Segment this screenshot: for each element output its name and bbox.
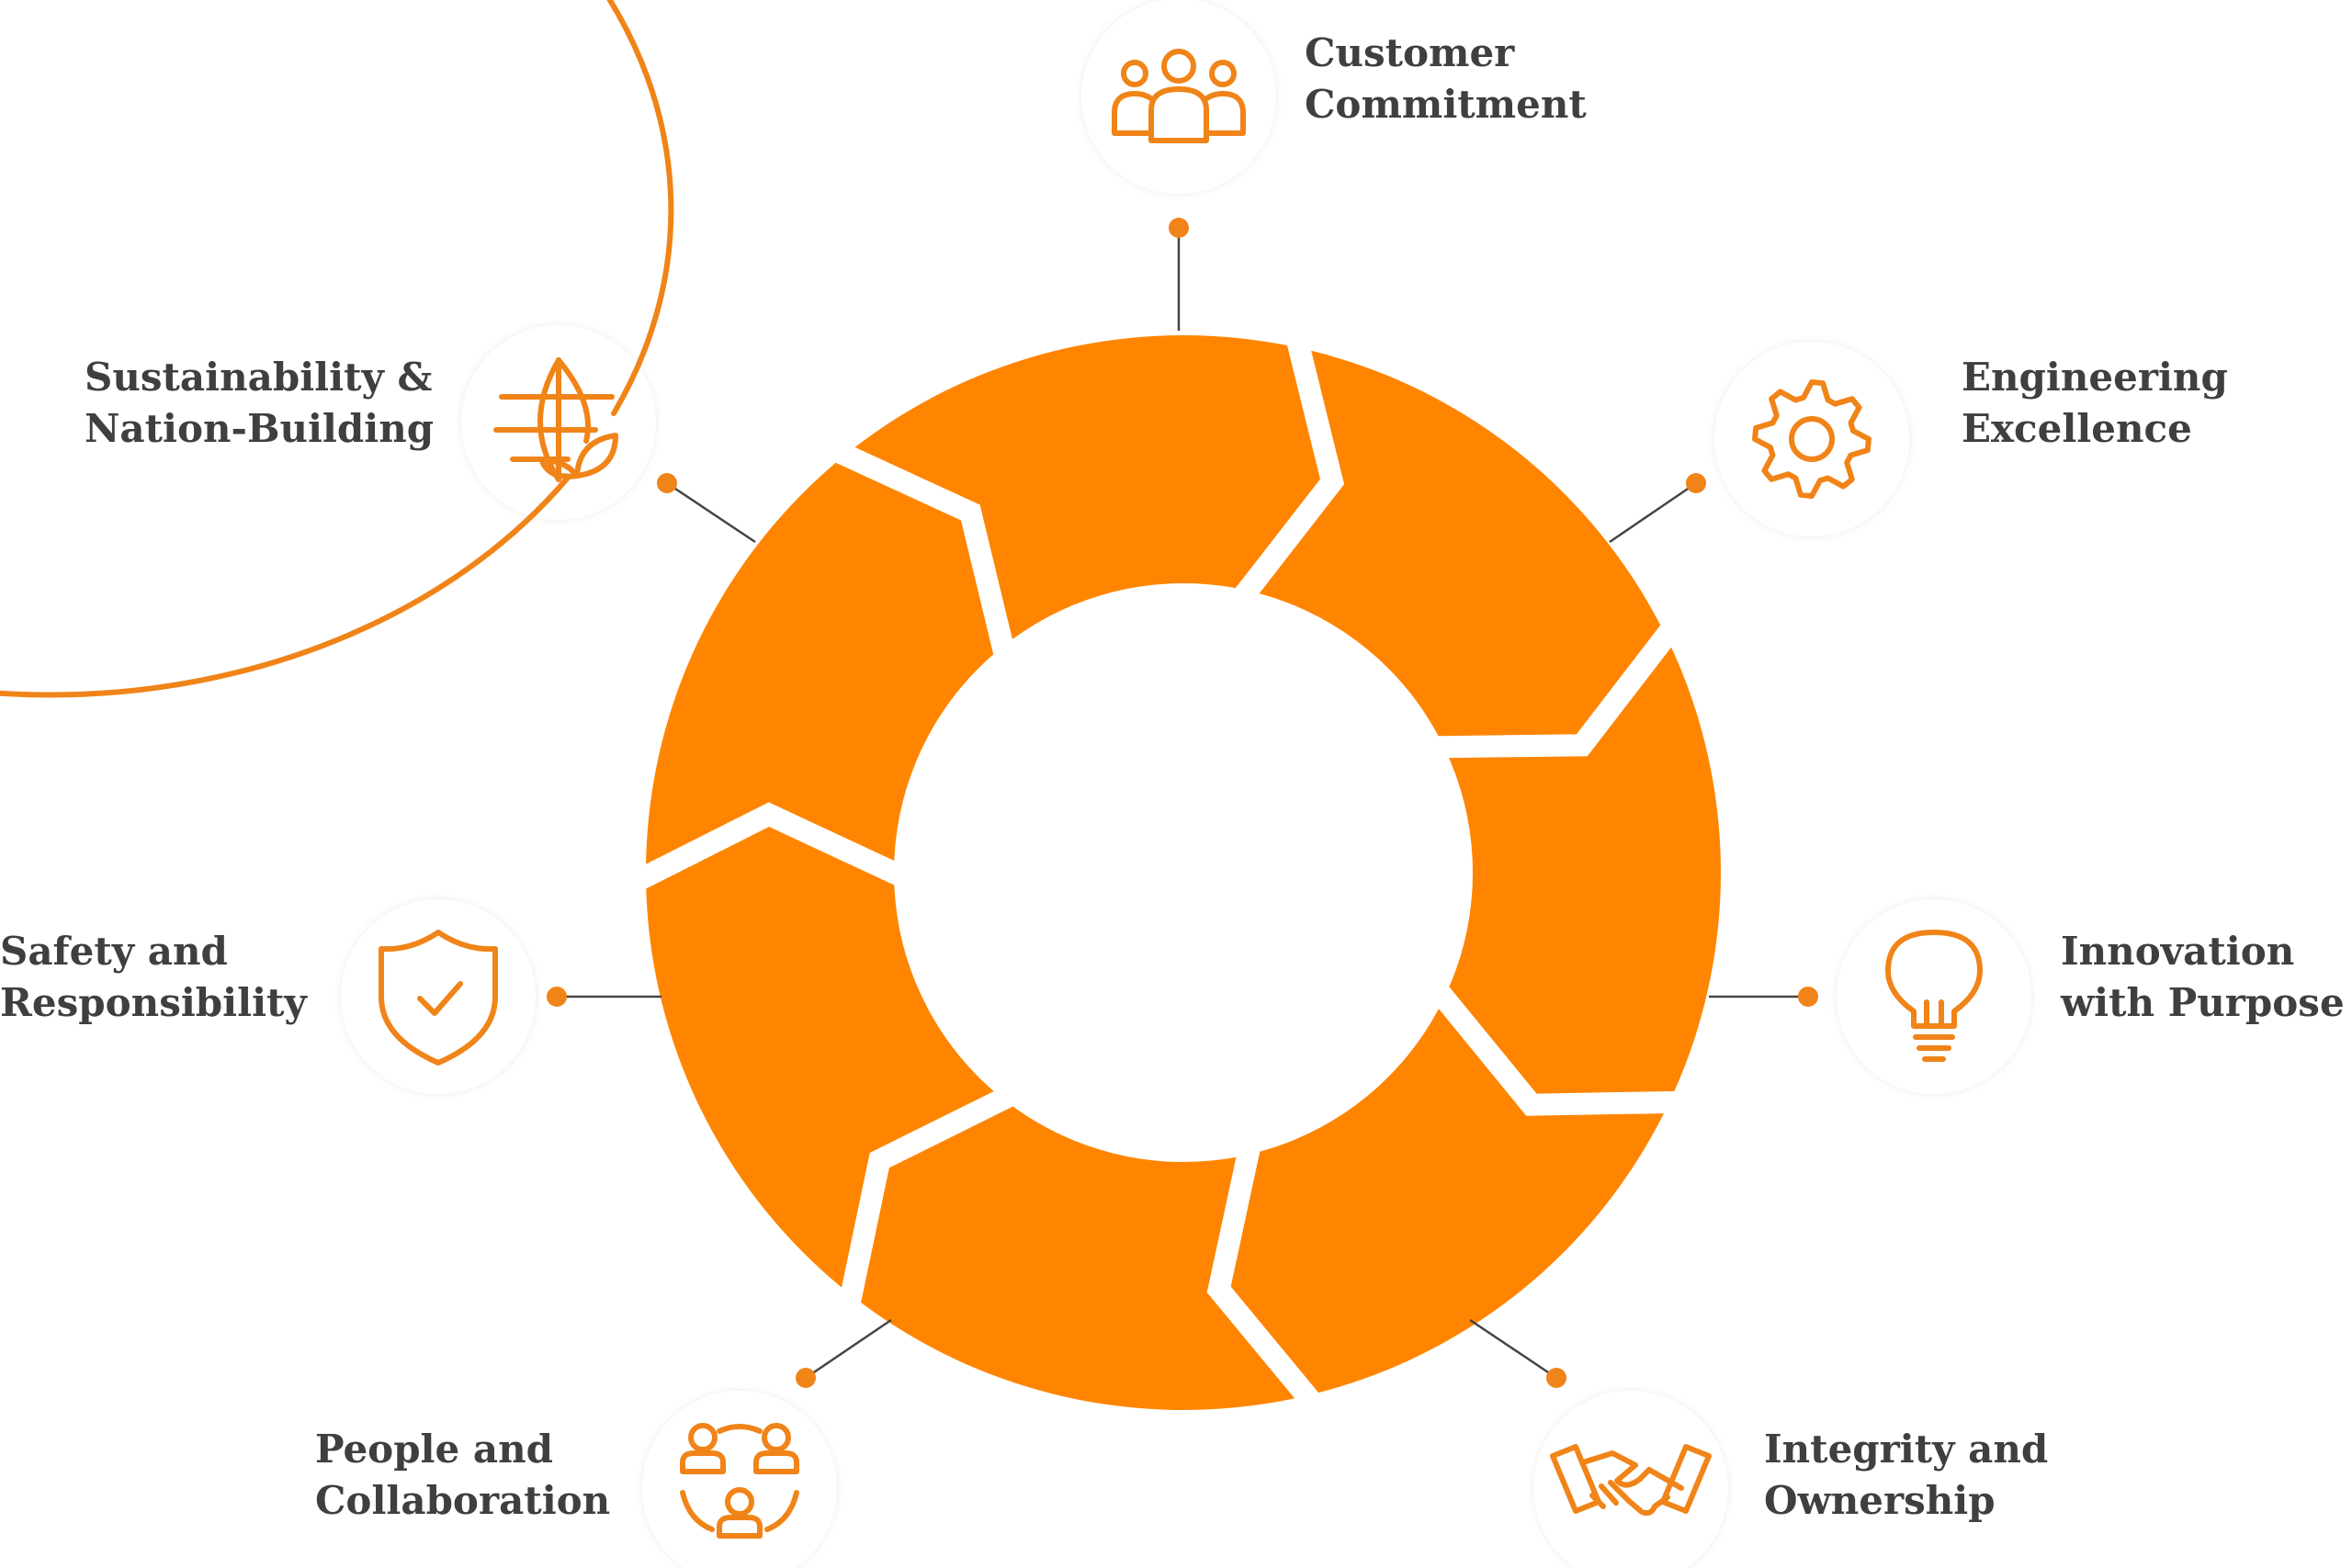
handshake-icon <box>1550 1444 1712 1517</box>
icons <box>0 0 2031 1568</box>
ring-gap <box>1220 315 1345 622</box>
label-sustainability-nation-building: Sustainability & Nation-Building <box>85 355 435 451</box>
gear-icon <box>1752 379 1871 499</box>
icon-circle-people <box>642 1391 837 1568</box>
connector-dot-sustainability <box>657 473 677 493</box>
ring-gap <box>613 802 927 900</box>
ring-gap <box>833 1075 1035 1328</box>
connector-line-people <box>805 1318 892 1380</box>
connector-line-engineering <box>1609 481 1697 544</box>
label-integrity-and-ownership: Integrity and Ownership <box>1764 1427 2049 1523</box>
connector-dot-engineering <box>1686 473 1706 493</box>
globe-leaf-icon <box>0 0 674 698</box>
team-network-icon <box>680 1423 799 1539</box>
label-customer-commitment: Customer Commitment <box>1305 30 1587 127</box>
label-safety-and-responsibility: Safety and Responsibility <box>0 929 307 1025</box>
ring-gap <box>1413 604 1694 759</box>
lightbulb-icon <box>1885 930 1983 1062</box>
label-people-and-collaboration: People and Collaboration <box>315 1427 611 1523</box>
ring-hole <box>894 583 1473 1162</box>
icon-circle-integrity <box>1533 1391 1728 1568</box>
connector-dot-innovation <box>1798 987 1818 1007</box>
shield-check-icon <box>379 930 498 1066</box>
icon-circle-customer <box>1081 0 1276 194</box>
people-group-icon <box>1112 49 1246 143</box>
ring-gap <box>1206 1122 1335 1427</box>
connector-line-sustainability <box>666 481 756 544</box>
connector-dot-people <box>796 1368 816 1388</box>
icon-circle-engineering <box>1714 342 1909 536</box>
ring-gap <box>1416 967 1701 1116</box>
connectors <box>547 218 1818 1388</box>
connector-dot-safety <box>547 987 567 1007</box>
connector-dot-integrity <box>1546 1368 1566 1388</box>
connector-dot-customer <box>1169 218 1189 238</box>
icon-circle-innovation <box>1837 899 2031 1094</box>
connector-line-integrity <box>1469 1318 1557 1380</box>
cycle-ring <box>613 315 1721 1427</box>
label-engineering-excellence: Engineering Excellence <box>1962 355 2228 451</box>
ring-gap <box>812 432 1021 680</box>
label-innovation-with-purpose: Innovation with Purpose <box>2061 929 2345 1025</box>
